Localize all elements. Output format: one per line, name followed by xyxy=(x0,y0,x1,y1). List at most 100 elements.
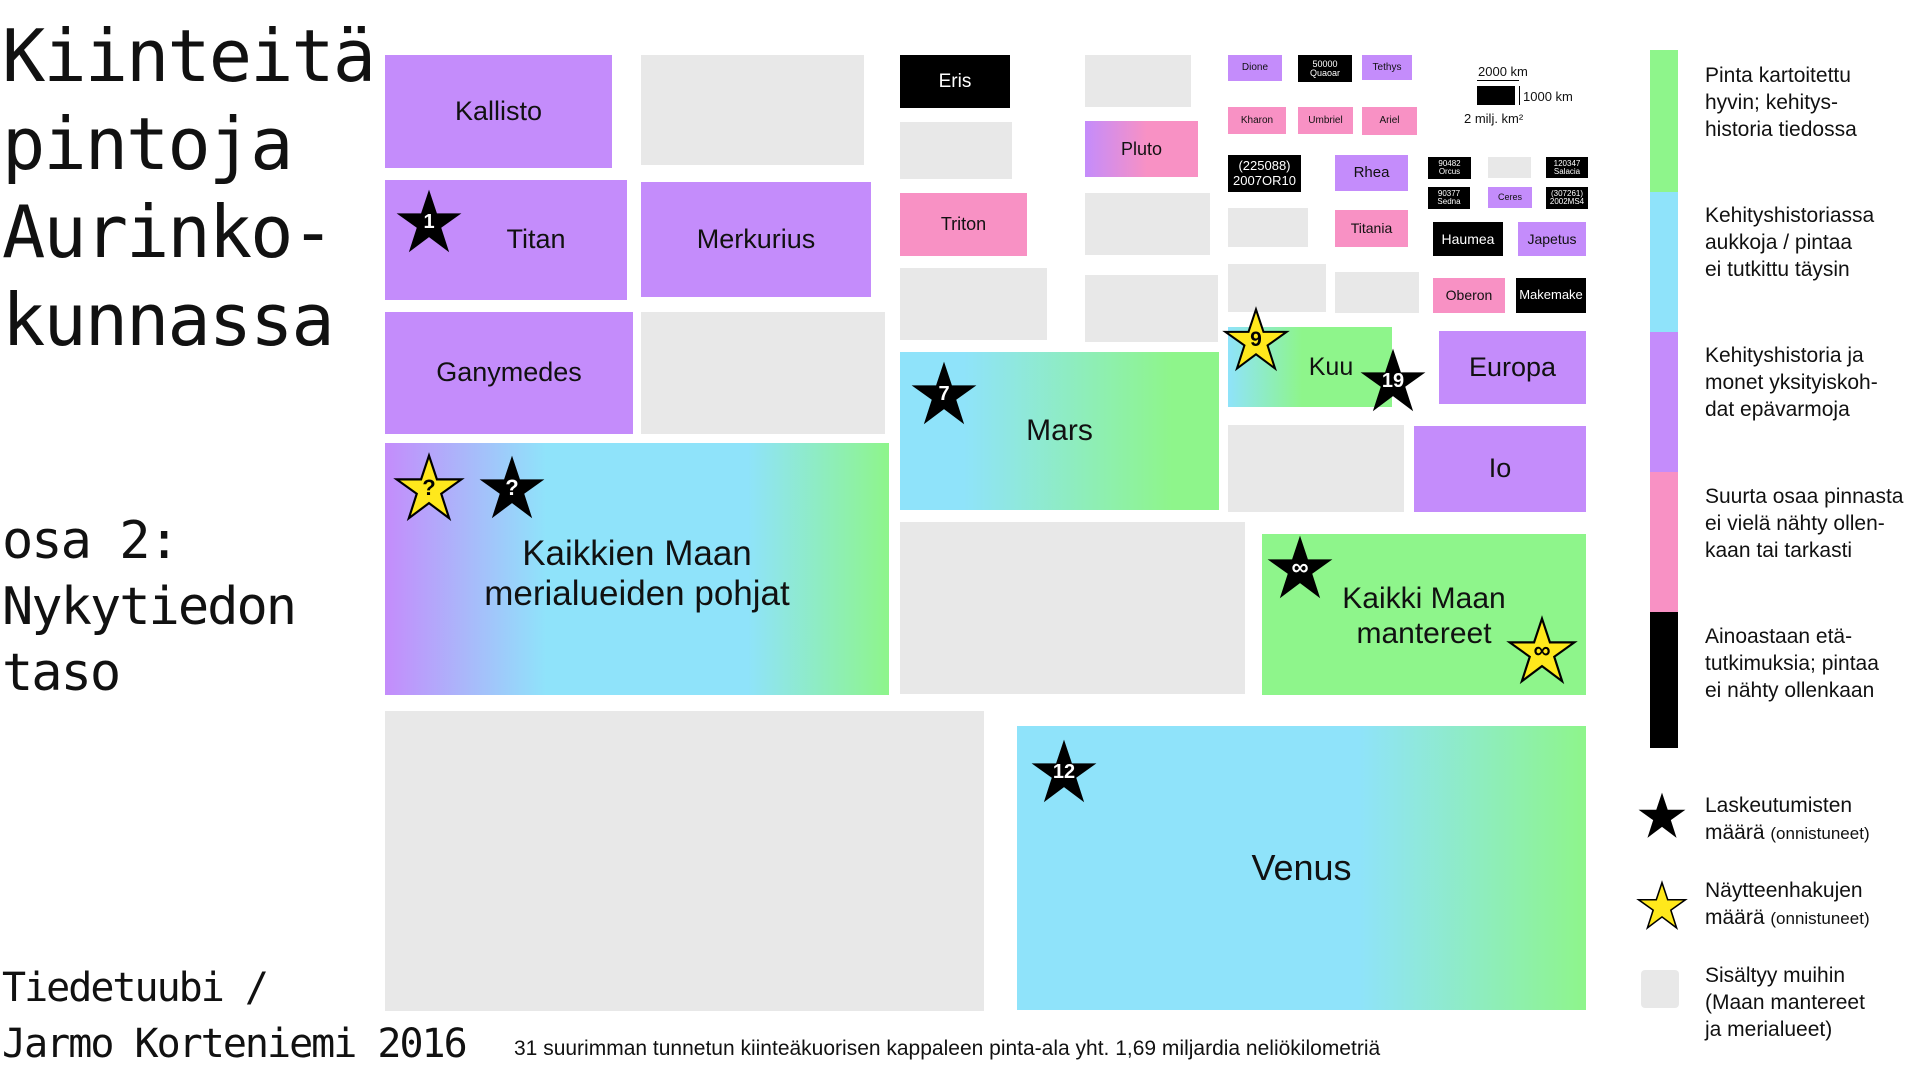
legend-line: Ainoastaan etä- xyxy=(1705,625,1853,648)
legend-swatch-grey xyxy=(1641,970,1679,1008)
legend-text-pink: Suurta osaa pinnasta ei vielä nähty olle… xyxy=(1705,483,1903,564)
star-value: ∞ xyxy=(1291,554,1309,581)
tile-merkurius: Merkurius xyxy=(641,182,871,297)
tile-label: mantereet xyxy=(1356,616,1492,650)
legend-line: ja merialueet) xyxy=(1705,1018,1833,1041)
scale-label-area: 2 milj. km² xyxy=(1464,111,1524,126)
tile-ariel: Ariel xyxy=(1362,107,1417,135)
star-value: 12 xyxy=(1052,760,1076,783)
tile-kallisto: Kallisto xyxy=(385,55,612,168)
scale-label-1000km: 1000 km xyxy=(1523,89,1573,104)
star-value: 1 xyxy=(423,210,435,233)
tile-japetus: Japetus xyxy=(1518,222,1586,256)
star-icon xyxy=(479,455,545,519)
legend-line: (Maan mantereet xyxy=(1705,991,1865,1014)
tile-grey xyxy=(641,55,864,165)
tile-label: Salacia xyxy=(1553,166,1581,176)
legend-line: dat epävarmoja xyxy=(1705,398,1850,421)
legend-samples-star xyxy=(1636,880,1688,932)
scale-line xyxy=(1477,80,1519,81)
tile-grey xyxy=(900,522,1245,694)
tile-grey xyxy=(641,312,885,434)
tile-grey xyxy=(1335,272,1419,313)
tile-grey xyxy=(900,122,1012,179)
star-value: ∞ xyxy=(1533,637,1551,664)
legend-swatch-green xyxy=(1650,50,1678,192)
star-value: 7 xyxy=(938,382,950,405)
star-landings-ocean: ? xyxy=(476,452,548,524)
subtitle-line: taso xyxy=(2,643,121,703)
tile-sedna: 90377 Sedna xyxy=(1428,187,1470,209)
legend-line: Kehityshistoria ja xyxy=(1705,344,1864,367)
star-icon xyxy=(911,361,977,425)
title-line: kunnassa xyxy=(2,278,335,362)
tile-dione: Dione xyxy=(1228,55,1282,81)
star-value: 9 xyxy=(1250,328,1262,351)
legend-swatch-purple xyxy=(1650,332,1678,472)
tile-titania: Titania xyxy=(1335,210,1408,247)
title-line: Kiinteitä xyxy=(2,14,376,98)
tile-quaoar: 50000 Quaoar xyxy=(1298,55,1352,82)
legend-line: ei vielä nähty ollen- xyxy=(1705,512,1885,535)
tile-salacia: 120347 Salacia xyxy=(1546,157,1588,178)
scale-square xyxy=(1477,86,1515,105)
tile-io: Io xyxy=(1414,426,1586,512)
star-landings-continents: ∞ xyxy=(1264,532,1336,604)
tile-label: Sedna xyxy=(1437,197,1461,206)
legend-line: ei nähty ollenkaan xyxy=(1705,679,1875,702)
tile-ocean-floors: Kaikkien Maan merialueiden pohjat xyxy=(385,443,889,695)
tile-kharon: Kharon xyxy=(1228,107,1286,134)
scale-tick xyxy=(1519,86,1520,105)
legend-line: kaan tai tarkasti xyxy=(1705,539,1853,562)
tile-label: 2007OR10 xyxy=(1233,172,1296,188)
star-samples-ocean: ? xyxy=(393,452,465,524)
legend-line: ei tutkittu täysin xyxy=(1705,258,1850,281)
legend-swatch-blue xyxy=(1650,192,1678,332)
tile-grey xyxy=(1228,264,1326,312)
legend-landings-star xyxy=(1636,790,1688,842)
legend-text-samples: Näytteenhakujen määrä (onnistuneet) xyxy=(1705,877,1870,932)
legend-line: Pinta kartoitettu xyxy=(1705,64,1851,87)
tile-label: 90377 xyxy=(1437,189,1461,198)
tile-label: Kaikkien Maan xyxy=(522,533,752,573)
legend-line: määrä xyxy=(1705,906,1765,929)
legend-line: historia tiedossa xyxy=(1705,118,1857,141)
tile-2002ms4: (307261) 2002MS4 xyxy=(1546,187,1588,209)
tile-orcus: 90482 Orcus xyxy=(1428,157,1471,179)
tile-label: 2002MS4 xyxy=(1549,197,1585,206)
legend-line: hyvin; kehitys- xyxy=(1705,91,1839,114)
main-title: Kiinteitä pintoja Aurinko- kunnassa xyxy=(2,12,376,364)
star-icon xyxy=(1638,792,1686,838)
legend-swatch-pink xyxy=(1650,472,1678,612)
legend-line: Laskeutumisten xyxy=(1705,794,1853,817)
star-icon xyxy=(1267,535,1333,599)
tile-label: Kaikki Maan xyxy=(1342,582,1506,615)
tile-grey xyxy=(900,268,1047,340)
tile-oberon: Oberon xyxy=(1433,278,1505,313)
legend-text-blue: Kehityshistoriassa aukkoja / pintaa ei t… xyxy=(1705,202,1874,283)
star-landings-venus: 12 xyxy=(1028,736,1100,808)
tile-grey xyxy=(1085,275,1218,342)
legend-line: Suurta osaa pinnasta xyxy=(1705,485,1904,508)
scale-label-2000km: 2000 km xyxy=(1478,64,1528,79)
star-value: 19 xyxy=(1381,369,1405,392)
tile-umbriel: Umbriel xyxy=(1298,107,1353,134)
star-landings-titan: 1 xyxy=(393,186,465,258)
tile-grey xyxy=(1228,208,1308,247)
tile-grey xyxy=(1488,157,1531,178)
tile-venus: Venus xyxy=(1017,726,1586,1010)
author-line: Tiedetuubi / xyxy=(2,965,269,1011)
legend-note: (onnistuneet) xyxy=(1770,824,1870,843)
legend-line: määrä xyxy=(1705,821,1765,844)
tile-mars: Mars xyxy=(900,352,1219,510)
tile-ganymedes: Ganymedes xyxy=(385,312,633,434)
tile-titan: Titan xyxy=(385,180,627,300)
legend-line: aukkoja / pintaa xyxy=(1705,231,1853,254)
star-icon xyxy=(1506,615,1578,685)
subtitle-line: Nykytiedon xyxy=(2,577,297,637)
subtitle: osa 2: Nykytiedon taso xyxy=(2,508,297,706)
legend-note: (onnistuneet) xyxy=(1770,909,1870,928)
tile-label: (225088) xyxy=(1238,158,1291,174)
legend-line: monet yksityiskoh- xyxy=(1705,371,1878,394)
star-icon xyxy=(1222,306,1290,372)
